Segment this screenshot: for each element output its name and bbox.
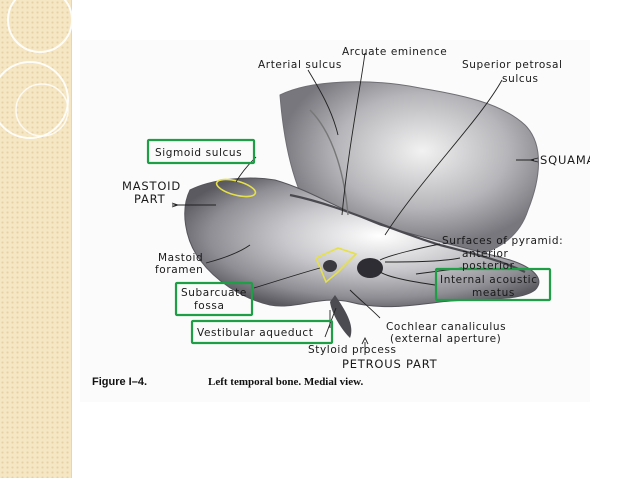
- decorative-sidebar: [0, 0, 72, 478]
- label-superior-petrosal: Superior petrosal: [462, 59, 563, 71]
- label-mastoid-foramen-2: foramen: [155, 264, 203, 276]
- label-styloid-process: Styloid process: [308, 344, 397, 356]
- label-posterior: posterior: [462, 260, 515, 272]
- petrous-ridge: [289, 193, 526, 273]
- label-arterial-sulcus: Arterial sulcus: [258, 59, 342, 71]
- label-superior-petrosal-sulcus: sulcus: [502, 73, 539, 85]
- label-subarcuate: Subarcuate: [181, 287, 247, 299]
- sidebar-swirl-decoration: [0, 0, 72, 139]
- subarcuate-fossa-opening: [323, 260, 337, 272]
- label-internal-acoustic: Internal acoustic: [440, 274, 538, 286]
- sigmoid-sulcus-highlight: [215, 178, 257, 198]
- arterial-groove: [309, 109, 349, 216]
- figure-caption: Left temporal bone. Medial view.: [208, 376, 363, 388]
- label-sigmoid-sulcus: Sigmoid sulcus: [155, 147, 242, 159]
- temporal-bone-illustration: Arcuate eminence Arterial sulcus Superio…: [92, 46, 590, 388]
- label-mastoid-foramen: Mastoid: [158, 252, 203, 264]
- label-surfaces-of-pyramid: Surfaces of pyramid:: [442, 235, 563, 247]
- label-petrous-part: PETROUS PART: [342, 357, 438, 371]
- label-subarcuate-fossa: fossa: [194, 300, 225, 312]
- label-vestibular-aqueduct: Vestibular aqueduct: [197, 327, 313, 339]
- temporal-bone-figure: Arcuate eminence Arterial sulcus Superio…: [80, 40, 590, 402]
- subarcuate-highlight: [314, 247, 358, 284]
- label-cochlear-canaliculus: Cochlear canaliculus: [386, 321, 506, 333]
- figure-number: Figure I–4.: [92, 376, 147, 388]
- label-squama: SQUAMA: [540, 153, 590, 167]
- label-internal-acoustic-meatus: meatus: [472, 287, 515, 299]
- subarcuate-fossa-box: [174, 281, 254, 317]
- label-mastoid-part: PART: [134, 192, 166, 206]
- styloid-shadow: [330, 295, 352, 338]
- label-anterior: anterior: [462, 248, 509, 260]
- sigmoid-sulcus-box: [146, 138, 256, 165]
- label-arcuate-eminence: Arcuate eminence: [342, 46, 447, 58]
- internal-acoustic-meatus-opening: [357, 258, 383, 278]
- label-cochlear-external-aperture: (external aperture): [390, 333, 501, 345]
- vestibular-aqueduct-box: [190, 319, 334, 345]
- label-mastoid: MASTOID: [122, 179, 181, 193]
- temporal-bone-body: [184, 177, 540, 308]
- internal-acoustic-meatus-box: [434, 267, 552, 302]
